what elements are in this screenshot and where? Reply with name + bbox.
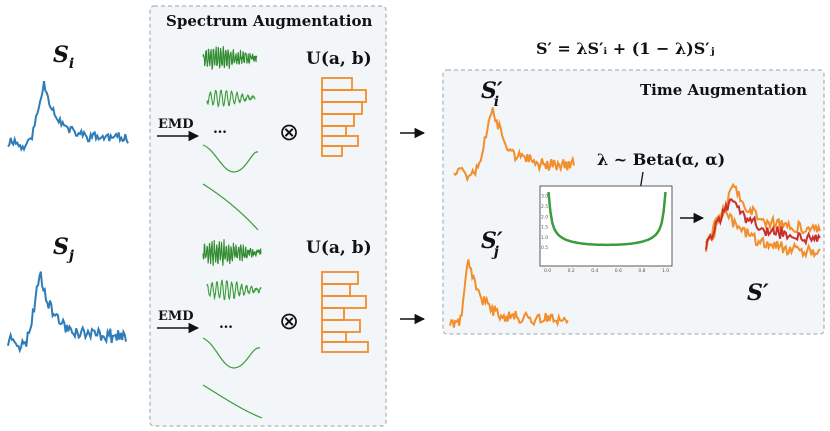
beta-y-tick-label: 2.0 [541, 214, 548, 220]
imf-mid-frequency [206, 89, 256, 109]
beta-distribution-plot: 0.0 0.2 0.4 0.6 0.8 1.0 0.5 1.0 1.5 2.0 2.5 3.0 [539, 185, 673, 274]
imf-low-frequency [202, 144, 259, 173]
beta-y-tick-label: 3.0 [541, 194, 548, 200]
beta-y-tick-label: 0.5 [541, 245, 548, 251]
signal-si-prime-label: S′i [481, 78, 503, 110]
uniform-histogram-top [321, 77, 367, 157]
lambda-distribution-label: λ ~ Beta(α, α) [597, 150, 725, 169]
beta-y-tick-label: 1.0 [541, 235, 548, 241]
signal-sj-prime-label: S′j [481, 228, 503, 260]
imf-high-frequency [202, 46, 258, 71]
imf-residual [202, 183, 259, 231]
beta-x-tick-label: 0.2 [568, 268, 575, 274]
beta-x-tick-label: 0.6 [615, 268, 622, 274]
beta-x-tick-label: 1.0 [662, 268, 669, 274]
imf-residual [202, 384, 263, 419]
mixed-result-waveform [705, 198, 821, 250]
beta-y-tick-label: 1.5 [541, 225, 548, 231]
imf-mid-frequency [206, 279, 262, 301]
imf-stack-top [202, 46, 259, 231]
imf-high-frequency [202, 239, 262, 266]
otimes-symbol-bottom: ⊗ [279, 307, 299, 335]
imf-ellipsis-bottom: … [219, 316, 233, 332]
otimes-symbol-top: ⊗ [279, 118, 299, 146]
mix-formula: S′ = λS′ᵢ + (1 − λ)S′ⱼ [536, 39, 715, 58]
imf-low-frequency [202, 337, 261, 369]
spectrum-augmentation-panel [149, 5, 387, 427]
beta-y-tick-label: 2.5 [541, 204, 548, 210]
uniform-histogram-bottom [321, 271, 369, 353]
signal-si-label: Si [53, 42, 74, 72]
emd-label-top: EMD [158, 117, 194, 132]
imf-stack-bottom [202, 239, 263, 419]
time-augmentation-title: Time Augmentation [640, 81, 807, 99]
beta-curve [547, 191, 667, 247]
beta-x-tick-label: 0.4 [591, 268, 598, 274]
signal-si-waveform [7, 80, 129, 152]
uniform-label-top: U(a, b) [306, 49, 372, 69]
beta-x-tick-label: 0.8 [638, 268, 645, 274]
signal-s-prime-label: S′ [747, 280, 769, 306]
signal-sj-label: Sj [53, 234, 74, 264]
uniform-label-bottom: U(a, b) [306, 238, 372, 258]
imf-ellipsis-top: … [213, 121, 227, 137]
beta-plot-frame [539, 185, 673, 267]
beta-x-tick-label: 0.0 [544, 268, 551, 274]
signal-sj-waveform [7, 271, 127, 354]
signal-si-prime-waveform [453, 107, 575, 183]
spectrum-augmentation-title: Spectrum Augmentation [166, 12, 372, 30]
emd-label-bottom: EMD [158, 309, 194, 324]
signal-sj-prime-waveform [449, 259, 569, 328]
